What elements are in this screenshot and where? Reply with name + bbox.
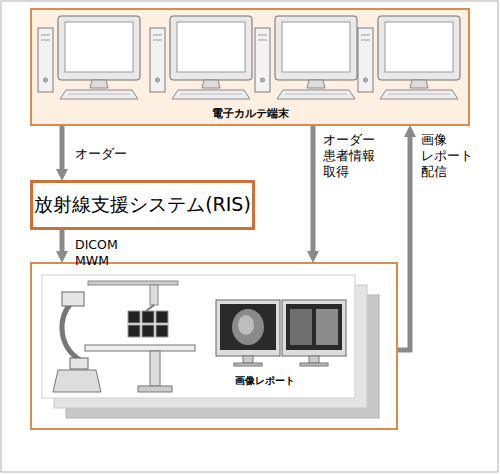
node-label: 画像レポート — [215, 374, 315, 388]
edge-label: オーダー 患者情報 取得 — [323, 132, 375, 180]
system-box: 放射線支援システム(RIS) — [30, 180, 255, 230]
edge-label: 画像 レポート 配信 — [421, 132, 473, 180]
flow-arrow — [311, 126, 316, 251]
flow-arrow — [60, 230, 65, 251]
edge-label: DICOM MWM — [75, 237, 118, 269]
node-label: 放射線支援システム(RIS) — [34, 192, 251, 218]
flow-arrow — [398, 137, 410, 350]
terminal-group-box: 電子カルテ端末 — [30, 8, 470, 126]
modality-group-box: 画像レポート — [30, 262, 398, 430]
edge-label: オーダー — [75, 146, 127, 162]
node-label: 電子カルテ端末 — [212, 106, 289, 121]
flow-arrow — [60, 126, 65, 169]
